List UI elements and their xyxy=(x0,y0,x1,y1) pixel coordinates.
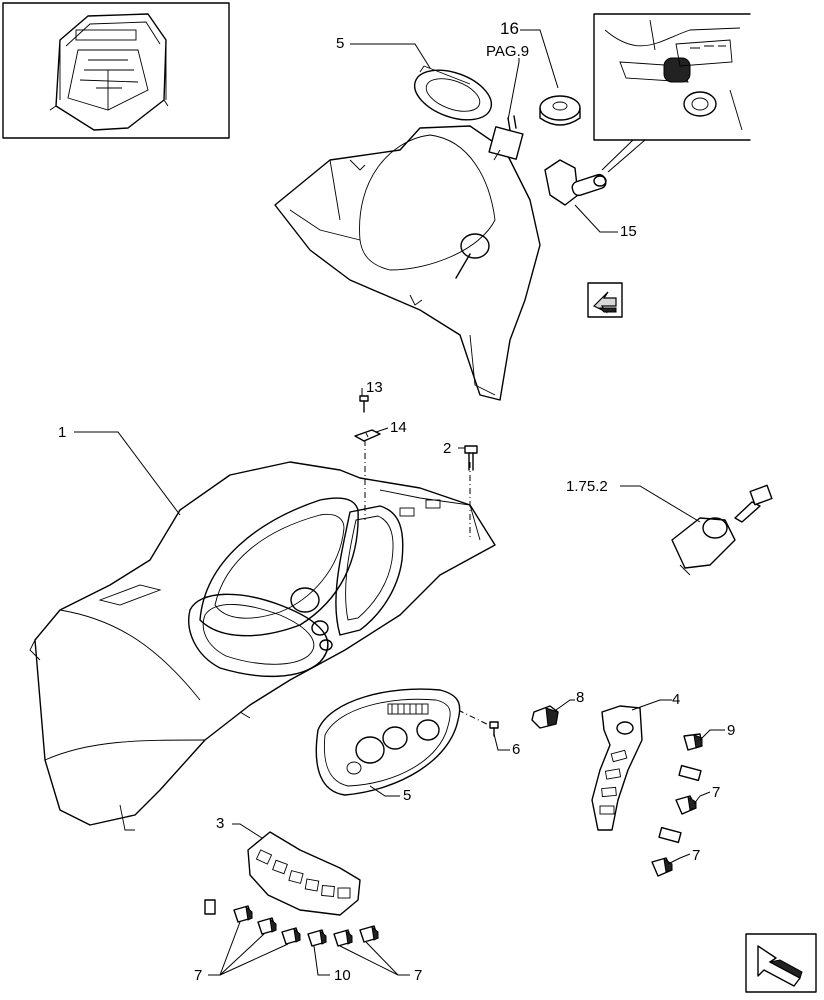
screw-part-6 xyxy=(489,721,499,737)
switch-part-7-lower xyxy=(651,857,673,877)
label-7-d: 7 xyxy=(414,967,422,984)
steering-column-cover xyxy=(274,125,541,401)
label-3: 3 xyxy=(216,815,224,832)
label-15: 15 xyxy=(620,223,637,240)
switch-part-9 xyxy=(683,733,703,751)
screw-part-13 xyxy=(359,395,369,413)
switch-panel-part-4 xyxy=(591,705,643,831)
lever-detail-inset xyxy=(593,13,751,173)
switch-part-7-upper xyxy=(675,795,697,815)
label-13: 13 xyxy=(366,379,383,396)
clip-part-14 xyxy=(354,429,381,442)
instrument-cluster-part-5 xyxy=(315,688,461,796)
label-6: 6 xyxy=(512,741,520,758)
label-7-b: 7 xyxy=(692,847,700,864)
label-10: 10 xyxy=(334,967,351,984)
cab-thumbnail xyxy=(2,2,230,139)
switch-panel-part-3 xyxy=(247,831,361,916)
label-7-c: 7 xyxy=(194,967,202,984)
blank-cap-2 xyxy=(658,826,682,844)
navigation-arrow-icon[interactable] xyxy=(745,933,817,993)
dashboard-part-1 xyxy=(29,461,496,831)
label-pag9: PAG.9 xyxy=(486,43,529,60)
ignition-switch xyxy=(671,484,773,576)
label-5-mid: 5 xyxy=(403,787,411,804)
lever-part-15 xyxy=(544,159,607,206)
connector-pag9 xyxy=(488,115,524,161)
label-8: 8 xyxy=(576,689,584,706)
label-4: 4 xyxy=(672,691,680,708)
top-ring-part-5 xyxy=(413,65,493,121)
label-1: 1 xyxy=(58,424,66,441)
label-5-top: 5 xyxy=(336,35,344,52)
label-16: 16 xyxy=(500,19,519,38)
leader-lines xyxy=(74,29,725,976)
label-9: 9 xyxy=(727,722,735,739)
reference-arrow-icon[interactable] xyxy=(587,282,623,318)
nut-part-16 xyxy=(539,95,581,126)
switch-part-8 xyxy=(531,705,559,729)
label-2: 2 xyxy=(443,440,451,457)
callout-labels: 5 PAG.9 16 15 13 14 1 2 1.75.2 8 4 9 6 5… xyxy=(58,19,735,984)
label-7-a: 7 xyxy=(712,784,720,801)
bottom-switches xyxy=(204,899,379,947)
label-1-75-2: 1.75.2 xyxy=(566,478,608,495)
bolt-part-2 xyxy=(464,445,478,471)
label-14: 14 xyxy=(390,419,407,436)
blank-cap-1 xyxy=(678,764,702,782)
